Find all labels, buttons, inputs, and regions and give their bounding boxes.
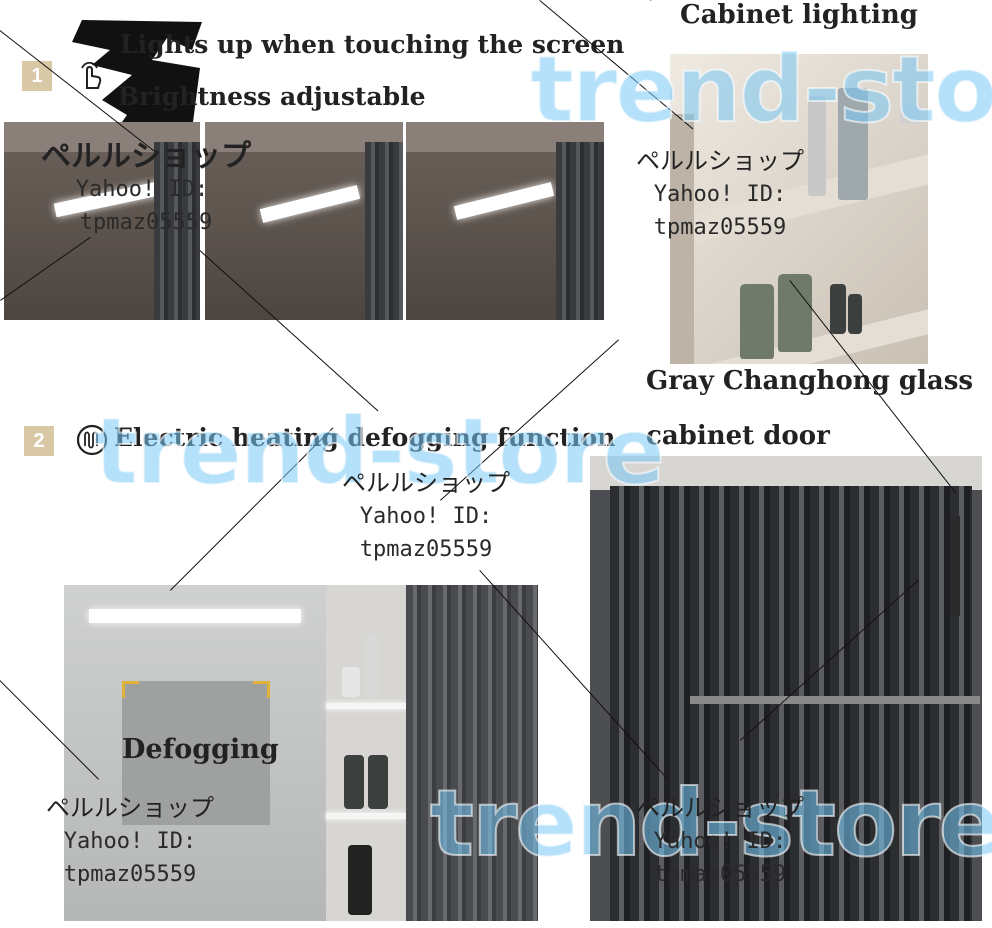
defogging-label: Defogging — [122, 734, 279, 765]
watermark-shop-id: ペルルショップ Yahoo! ID: tpmaz05559 — [636, 794, 804, 887]
feature-1-number-badge: 1 — [22, 61, 52, 91]
glass-door-line-1: Gray Changhong glass — [646, 366, 973, 396]
shop-logo — [72, 20, 202, 136]
cabinet-photo-1 — [4, 122, 200, 320]
mirror-cabinet-photo — [64, 585, 538, 921]
feature-2-number-badge: 2 — [24, 426, 54, 456]
glass-door-line-2: cabinet door — [646, 421, 830, 451]
feature-1-line-1: Lights up when touching the screen — [120, 30, 625, 59]
watermark-brand: trend-store — [93, 397, 666, 506]
cabinet-lighting-photo — [670, 54, 928, 364]
watermark-shop-id: ペルルショップ Yahoo! ID: tpmaz05559 — [41, 139, 251, 235]
feature-2-title: Electric heating defogging function — [114, 423, 616, 452]
cabinet-photo-2 — [205, 122, 403, 320]
feature-1-line-2: Brightness adjustable — [118, 82, 426, 111]
watermark-shop-id: ペルルショップ Yahoo! ID: tpmaz05559 — [46, 794, 214, 887]
watermark-brand: trend-store — [429, 769, 992, 878]
watermark-shop-id: ペルルショップ Yahoo! ID: tpmaz05559 — [636, 147, 804, 240]
cabinet-photo-3 — [406, 122, 604, 320]
heating-coil-icon — [76, 424, 108, 456]
watermark-brand: trend-store — [529, 35, 992, 144]
cabinet-lighting-title: Cabinet lighting — [680, 0, 918, 30]
defogging-area — [122, 681, 270, 825]
watermark-shop-id: ペルルショップ Yahoo! ID: tpmaz05559 — [342, 469, 510, 562]
glass-door-photo — [590, 456, 982, 921]
touch-hand-icon — [76, 58, 104, 89]
